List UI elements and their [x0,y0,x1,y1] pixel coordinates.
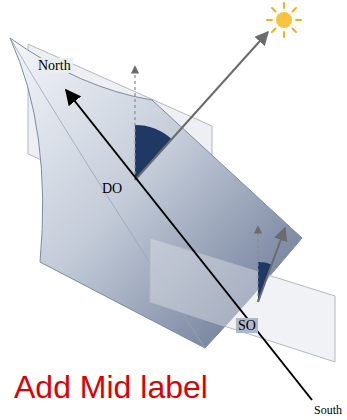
north-south-axis [66,90,312,400]
so-plane [150,238,335,362]
direction-label: South [314,404,342,417]
zenith-arrow [134,66,135,180]
direction-label: North [36,58,73,73]
sun-ray-arrow [135,32,268,180]
zenith-arrow [257,226,258,302]
point-label: DO [102,181,122,196]
point-label: SO [236,318,258,333]
angle-sector [135,125,172,180]
sun-ray-arrow [258,228,285,302]
note-label: Add Mid label [14,370,208,405]
sun-icon [267,3,301,37]
